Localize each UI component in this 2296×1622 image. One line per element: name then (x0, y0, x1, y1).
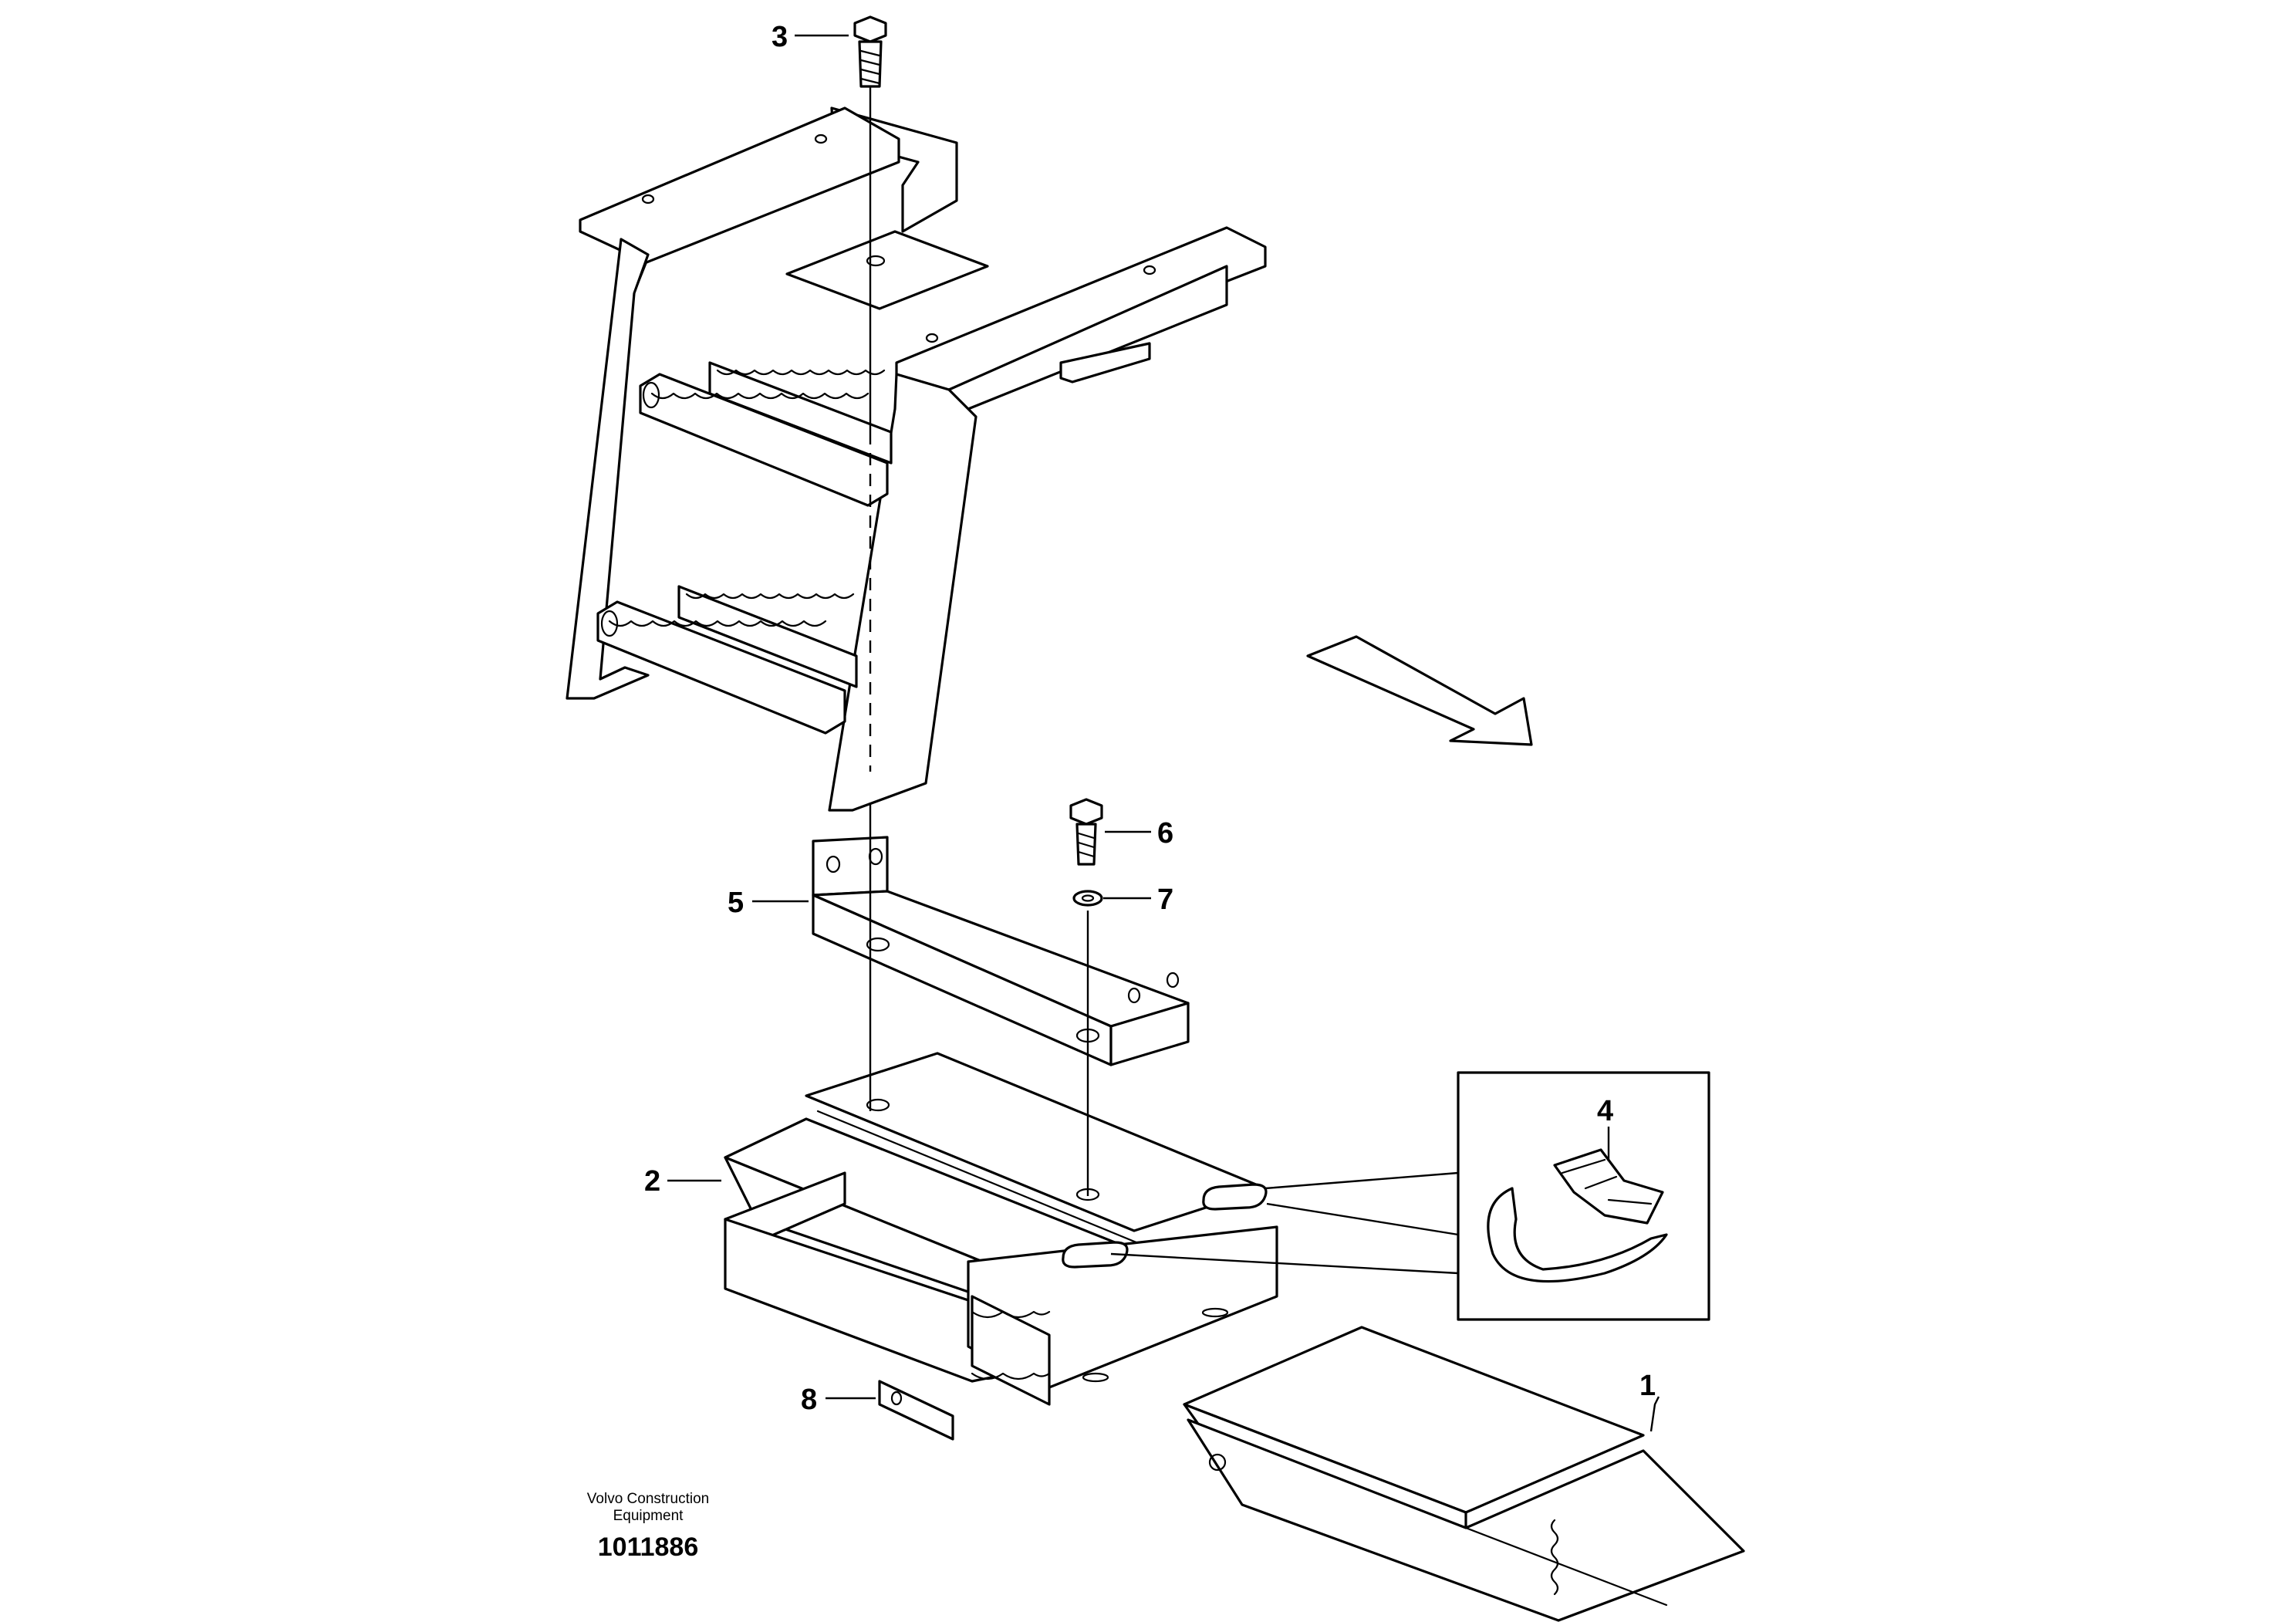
manufacturer-line-1: Volvo Construction (586, 1491, 710, 1507)
manufacturer-label: Volvo Construction Equipment (525, 1491, 772, 1525)
callout-3: 3 (772, 21, 788, 53)
step-part-1 (1183, 1326, 1745, 1622)
drawing-number: 1011886 (597, 1532, 699, 1562)
bolt-part-6 (1069, 798, 1103, 866)
callout-4: 4 (1597, 1095, 1613, 1127)
detail-inset-strap (1457, 1071, 1710, 1321)
callout-7: 7 (1157, 884, 1173, 916)
plate-part-8 (878, 1380, 954, 1441)
washer-part-7 (1072, 890, 1103, 907)
callout-1: 1 (1639, 1370, 1656, 1402)
step-holder-part-2 (724, 1052, 1278, 1406)
callout-2: 2 (644, 1165, 660, 1198)
leader-1 (1649, 1396, 1660, 1432)
callout-8: 8 (801, 1384, 817, 1416)
bolt-part-3 (853, 15, 887, 88)
callout-5: 5 (728, 887, 744, 919)
callout-6: 6 (1157, 817, 1173, 850)
direction-arrow-icon (1306, 635, 1533, 746)
ladder-assembly (566, 106, 1267, 812)
manufacturer-line-2: Equipment (613, 1508, 684, 1524)
bracket-part-5 (812, 836, 1190, 1066)
